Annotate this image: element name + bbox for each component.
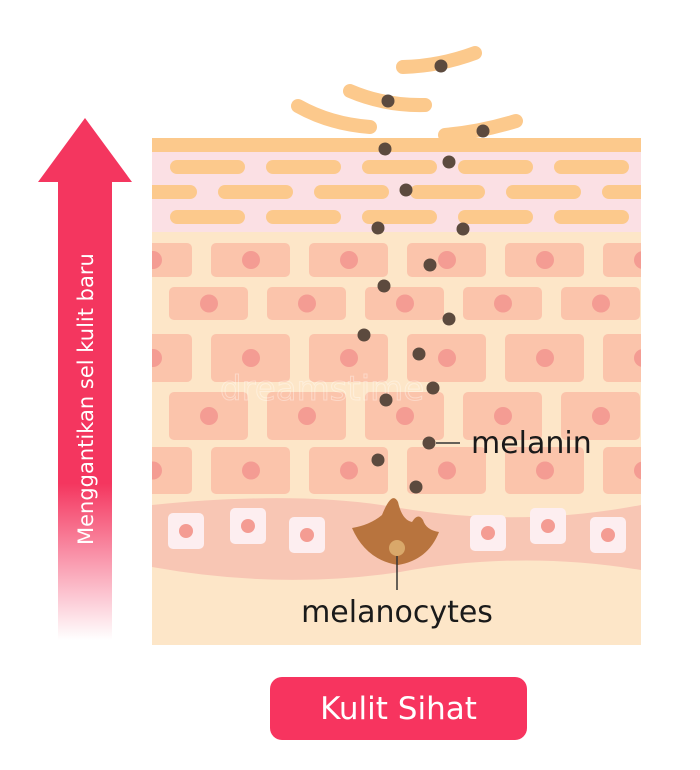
flattened-cell xyxy=(506,185,581,199)
nucleus xyxy=(298,294,316,313)
flattened-cell xyxy=(170,160,245,174)
flattened-cell xyxy=(362,210,437,224)
upward-arrow-icon xyxy=(38,118,132,640)
flattened-cell xyxy=(218,185,293,199)
nucleus xyxy=(340,251,358,269)
melanin-granule xyxy=(399,183,413,197)
melanin-granule xyxy=(379,393,393,407)
melanin-granule xyxy=(409,480,423,494)
nucleus xyxy=(601,528,615,542)
shedding-flakes xyxy=(291,46,523,142)
nucleus xyxy=(340,349,358,367)
nucleus xyxy=(242,251,260,269)
button-label: Kulit Sihat xyxy=(320,690,477,727)
flattened-cell xyxy=(410,185,485,199)
keratinocyte xyxy=(152,334,192,382)
melanin-granule xyxy=(456,222,470,236)
keratinocyte xyxy=(603,334,641,382)
nucleus xyxy=(481,526,495,540)
keratinocyte xyxy=(603,243,641,277)
nucleus xyxy=(536,461,554,480)
melanin-granule xyxy=(357,328,371,342)
nucleus xyxy=(298,407,316,425)
melanin-granules xyxy=(357,59,490,494)
keratinocyte xyxy=(603,447,641,494)
nucleus xyxy=(536,251,554,269)
nucleus xyxy=(690,295,700,313)
skin-layers xyxy=(152,138,700,645)
melanin-granule xyxy=(426,381,440,395)
nucleus xyxy=(438,349,456,367)
flattened-cell xyxy=(602,185,641,199)
nucleus xyxy=(179,524,193,538)
flattened-cell xyxy=(458,160,533,174)
flattened-cell xyxy=(650,210,700,224)
melanocyte-icon xyxy=(352,498,439,590)
nucleus xyxy=(396,407,414,425)
melanin-granule xyxy=(442,155,456,169)
kulit-sihat-button[interactable]: Kulit Sihat xyxy=(270,677,527,740)
flattened-cell xyxy=(362,160,437,174)
keratinocyte xyxy=(659,287,700,320)
flattened-cell xyxy=(458,210,533,224)
watermark: dreamstime xyxy=(220,369,424,409)
stratum-corneum xyxy=(152,138,641,152)
flattened-cell xyxy=(554,160,629,174)
nucleus xyxy=(200,294,218,313)
keratinocyte xyxy=(152,243,192,277)
nucleus xyxy=(340,461,358,480)
nucleus xyxy=(592,294,610,313)
nucleus xyxy=(536,349,554,367)
melanin-granule xyxy=(434,59,448,73)
nucleus xyxy=(592,407,610,425)
melanin-granule xyxy=(371,221,385,235)
nucleus xyxy=(438,251,456,269)
flattened-cell xyxy=(152,185,197,199)
nucleus xyxy=(152,349,162,367)
melanin-granule xyxy=(381,94,395,108)
nucleus xyxy=(634,251,641,269)
flattened-cell xyxy=(314,185,389,199)
melanin-granule xyxy=(412,347,426,361)
melanin-granule xyxy=(442,312,456,326)
nucleus xyxy=(200,407,218,425)
keratinocyte xyxy=(152,447,192,494)
nucleus xyxy=(152,461,162,480)
flattened-cell xyxy=(170,210,245,224)
nucleus xyxy=(494,294,512,313)
nucleus xyxy=(152,251,162,269)
nucleus xyxy=(242,349,260,367)
keratinocytes xyxy=(152,243,700,494)
melanin-granule xyxy=(371,453,385,467)
flattened-cell xyxy=(554,210,629,224)
melanin-label: melanin xyxy=(471,426,592,461)
melanin-granule xyxy=(378,142,392,156)
melanin-granule xyxy=(476,124,490,138)
flattened-cells xyxy=(152,160,700,224)
nucleus xyxy=(634,461,641,480)
flattened-cell xyxy=(266,160,341,174)
flattened-cell xyxy=(650,160,700,174)
arrow-label: Menggantikan sel kulit baru xyxy=(74,253,98,545)
flattened-cell xyxy=(266,210,341,224)
nucleus xyxy=(300,528,314,542)
nucleus xyxy=(690,407,700,425)
nucleus xyxy=(396,294,414,313)
keratinocyte xyxy=(659,392,700,440)
nucleus xyxy=(541,519,555,533)
nucleus xyxy=(438,461,456,480)
nucleus xyxy=(241,519,255,533)
melanin-granule xyxy=(422,436,436,450)
nucleus xyxy=(242,461,260,480)
nucleus xyxy=(634,349,641,367)
nucleus xyxy=(494,407,512,425)
melanocytes-label: melanocytes xyxy=(301,595,493,630)
melanin-granule xyxy=(423,258,437,272)
melanin-granule xyxy=(377,279,391,293)
